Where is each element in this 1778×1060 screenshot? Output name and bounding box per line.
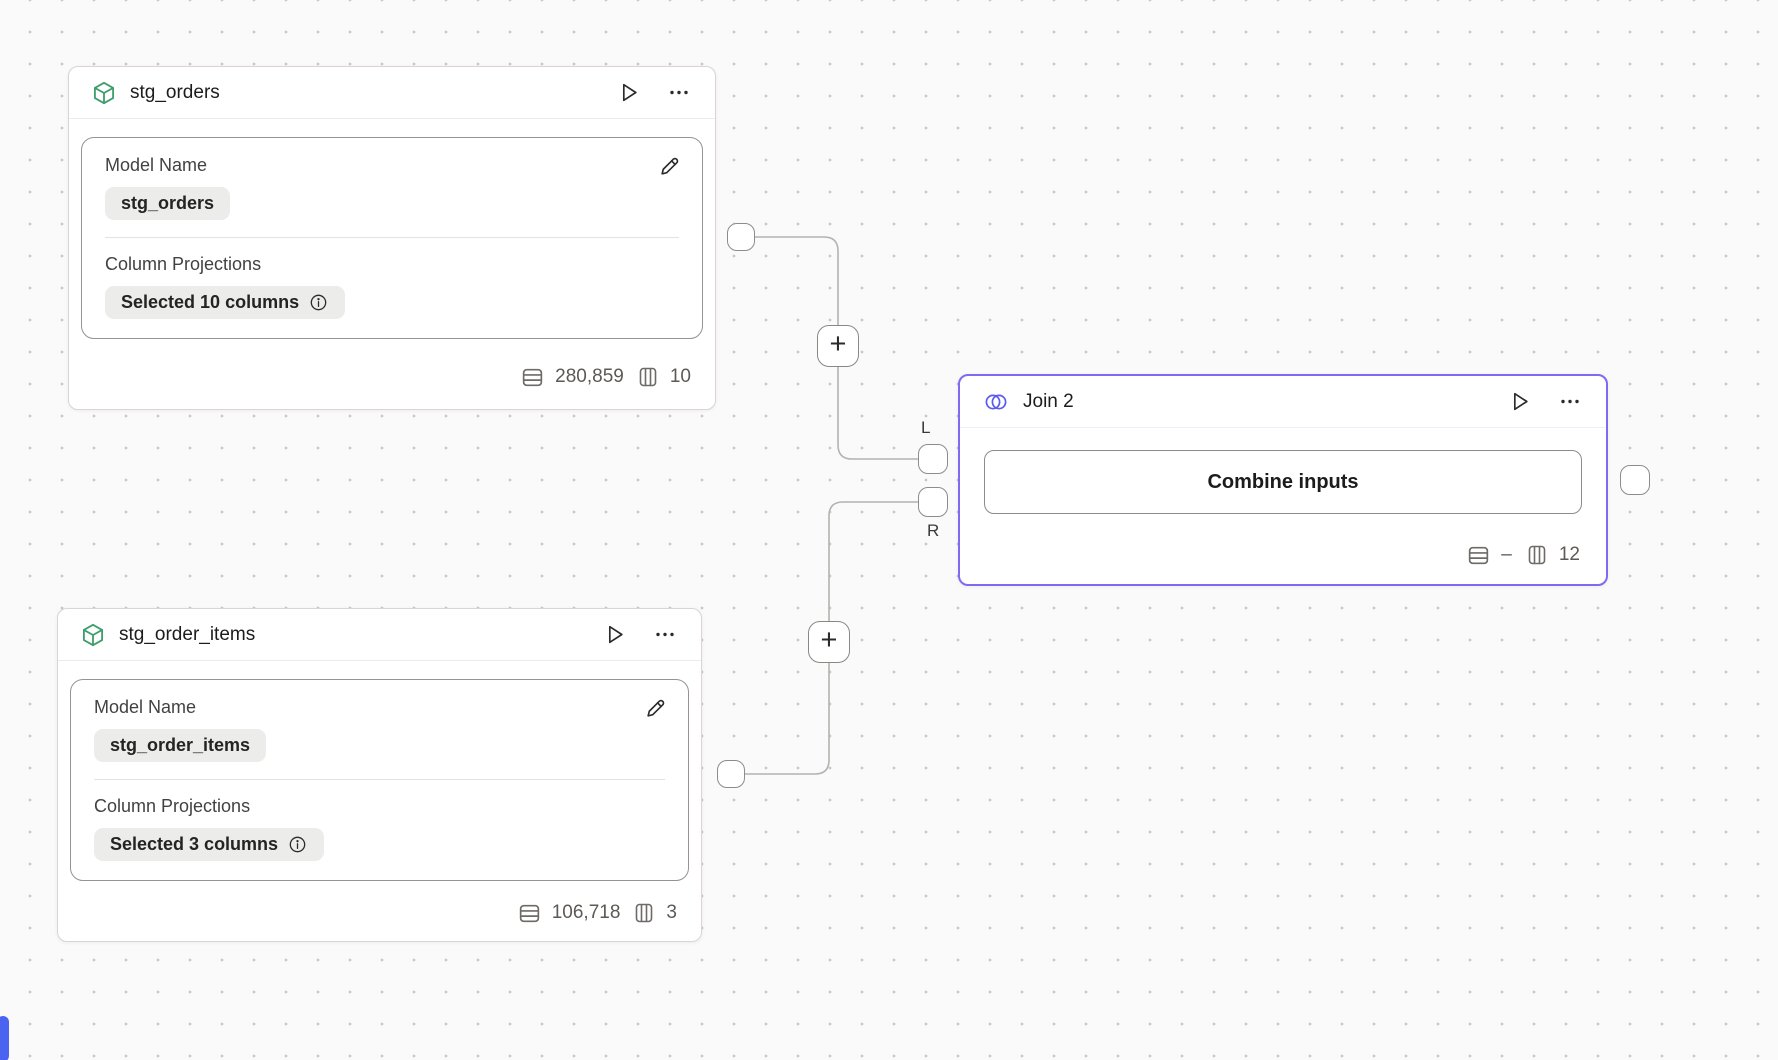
column-count-stat: 10 bbox=[636, 365, 691, 389]
node-title: stg_orders bbox=[130, 81, 220, 103]
join-left-port-label: L bbox=[921, 418, 931, 437]
add-step-on-edge-button-top[interactable]: + bbox=[817, 325, 859, 367]
edit-button[interactable] bbox=[643, 695, 669, 721]
column-count-stat: 3 bbox=[632, 901, 677, 925]
node-config-panel: Model Name stg_order_items Column Projec… bbox=[70, 679, 689, 881]
port-join-left-input[interactable] bbox=[918, 444, 948, 474]
columns-icon bbox=[632, 901, 656, 925]
run-node-button[interactable] bbox=[1507, 389, 1532, 414]
column-count-value: 3 bbox=[666, 902, 677, 923]
canvas-scroll-indicator[interactable] bbox=[0, 1016, 9, 1060]
rows-icon bbox=[1466, 543, 1491, 568]
node-footer: – 12 bbox=[960, 526, 1606, 584]
node-join-2[interactable]: Join 2 Combine inputs bbox=[958, 374, 1608, 586]
node-title: Join 2 bbox=[1023, 390, 1074, 412]
column-projections-badge: Selected 10 columns bbox=[105, 286, 346, 319]
row-count-stat: 280,859 bbox=[520, 365, 624, 390]
model-name-label: Model Name bbox=[94, 697, 197, 717]
port-join-right-input[interactable] bbox=[918, 487, 948, 517]
node-footer: 280,859 10 bbox=[69, 345, 715, 409]
node-stg-order-items[interactable]: stg_order_items bbox=[57, 608, 702, 942]
port-join-output[interactable] bbox=[1620, 465, 1650, 495]
edit-button[interactable] bbox=[657, 153, 683, 179]
rows-icon bbox=[520, 365, 545, 390]
model-name-label: Model Name bbox=[105, 155, 208, 175]
info-icon[interactable] bbox=[308, 292, 329, 313]
rows-icon bbox=[517, 901, 542, 926]
cube-icon bbox=[80, 622, 106, 648]
row-count-value: – bbox=[1501, 544, 1512, 565]
info-icon[interactable] bbox=[287, 834, 308, 855]
node-footer: 106,718 3 bbox=[58, 881, 701, 945]
more-options-button[interactable] bbox=[665, 80, 693, 105]
panel-divider bbox=[105, 237, 679, 238]
row-count-value: 280,859 bbox=[555, 366, 624, 387]
row-count-stat: 106,718 bbox=[517, 901, 621, 926]
node-header: stg_orders bbox=[69, 67, 715, 119]
column-projections-label: Column Projections bbox=[105, 254, 262, 274]
more-options-button[interactable] bbox=[1556, 389, 1584, 414]
row-count-value: 106,718 bbox=[551, 902, 621, 923]
column-count-stat: 12 bbox=[1525, 543, 1580, 567]
model-name-badge: stg_order_items bbox=[94, 729, 267, 762]
more-options-button[interactable] bbox=[651, 622, 679, 647]
node-config-panel: Model Name stg_orders Column Projections… bbox=[81, 137, 703, 339]
node-title: stg_order_items bbox=[119, 623, 256, 645]
add-step-on-edge-button-bottom[interactable]: + bbox=[808, 621, 850, 663]
port-stg-orders-output[interactable] bbox=[727, 223, 755, 251]
row-count-stat: – bbox=[1466, 543, 1512, 568]
column-count-value: 12 bbox=[1558, 544, 1580, 565]
node-header: stg_order_items bbox=[58, 609, 701, 661]
column-projections-badge: Selected 3 columns bbox=[94, 828, 325, 861]
node-stg-orders[interactable]: stg_orders bbox=[68, 66, 716, 410]
columns-icon bbox=[636, 365, 660, 389]
columns-icon bbox=[1525, 543, 1549, 567]
run-node-button[interactable] bbox=[616, 80, 641, 105]
column-projections-label: Column Projections bbox=[94, 796, 251, 816]
cube-icon bbox=[91, 80, 117, 106]
run-node-button[interactable] bbox=[602, 622, 627, 647]
column-count-value: 10 bbox=[669, 366, 691, 387]
venn-icon bbox=[982, 390, 1010, 414]
port-stg-order-items-output[interactable] bbox=[717, 760, 745, 788]
join-right-port-label: R bbox=[927, 521, 940, 540]
model-name-badge: stg_orders bbox=[105, 187, 231, 220]
panel-divider bbox=[94, 779, 665, 780]
node-header: Join 2 bbox=[960, 376, 1606, 428]
combine-inputs-button[interactable]: Combine inputs bbox=[984, 450, 1582, 514]
